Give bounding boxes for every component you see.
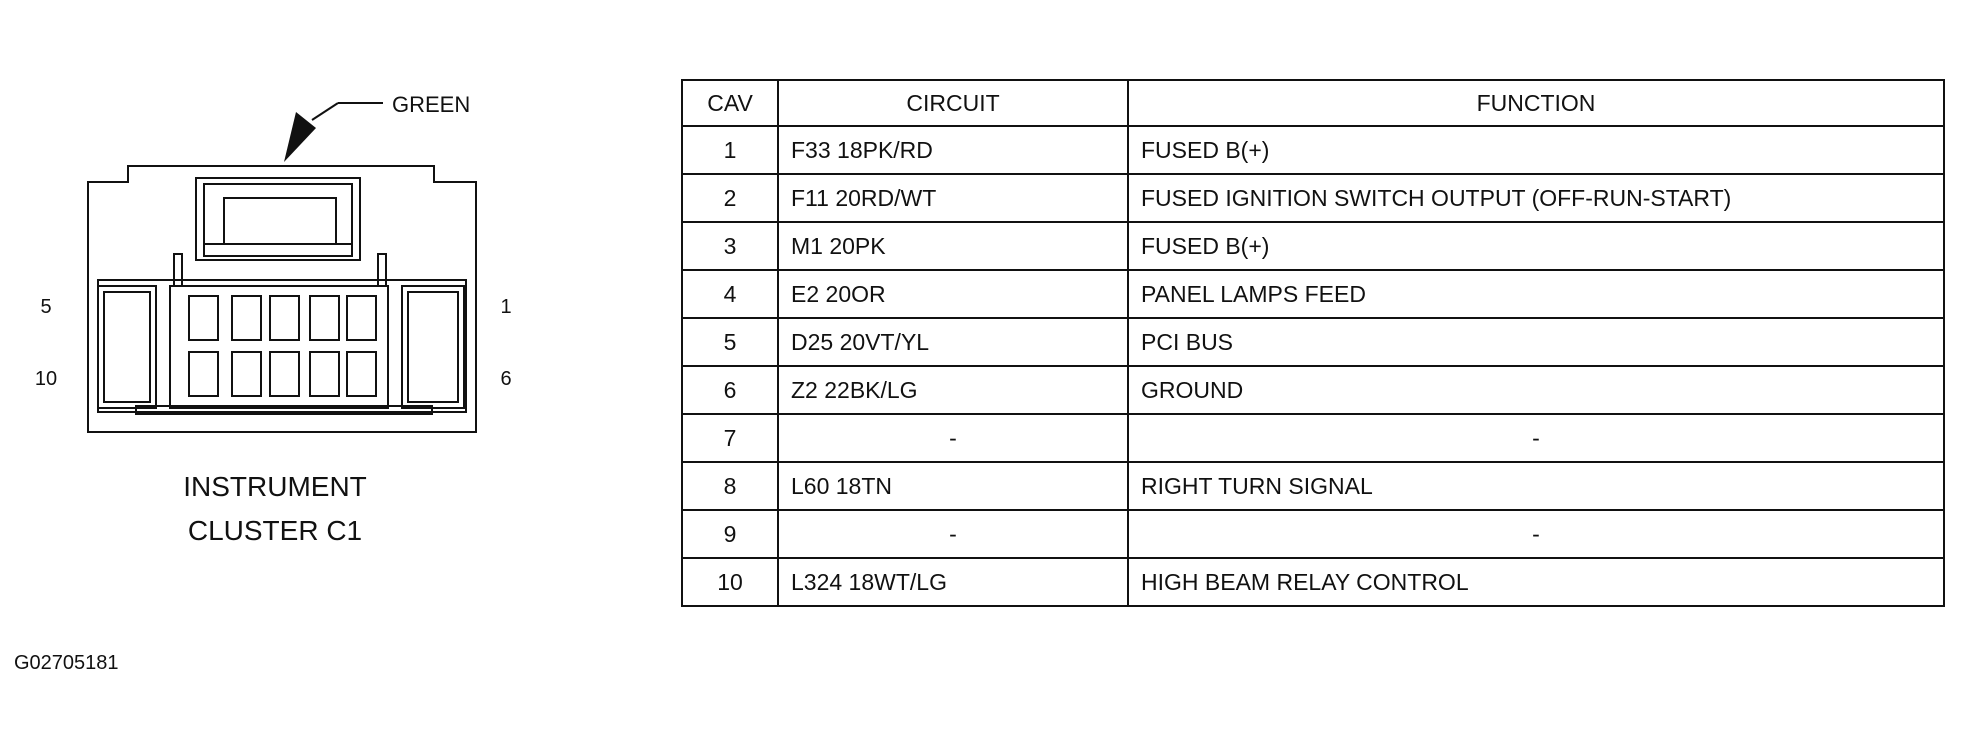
cell-cav: 2: [681, 173, 779, 223]
cell-function: FUSED B(+): [1127, 221, 1945, 271]
terminal-insert: [169, 285, 389, 409]
connector-latch-window: [223, 197, 337, 245]
table-row: 4 E2 20OR PANEL LAMPS FEED: [681, 269, 1945, 319]
left-side-block-inner: [103, 291, 151, 403]
cell-function: FUSED B(+): [1127, 125, 1945, 175]
cell-cav: 8: [681, 461, 779, 511]
cell-cav: 3: [681, 221, 779, 271]
left-side-block: [97, 285, 157, 409]
right-side-block: [401, 285, 465, 409]
header-circuit: CIRCUIT: [777, 79, 1129, 127]
cell-circuit: F33 18PK/RD: [777, 125, 1129, 175]
header-function: FUNCTION: [1127, 79, 1945, 127]
latch-leg: [173, 253, 183, 287]
cell-cav: 10: [681, 557, 779, 607]
connector-name-line1: INSTRUMENT: [183, 471, 367, 502]
table-row: 1 F33 18PK/RD FUSED B(+): [681, 125, 1945, 175]
cell-circuit: M1 20PK: [777, 221, 1129, 271]
cell-cav: 4: [681, 269, 779, 319]
cell-function: -: [1127, 413, 1945, 463]
housing-lip: [135, 405, 433, 415]
color-callout-label: GREEN: [392, 92, 470, 117]
connector-body-outline: [87, 165, 477, 433]
cell-function: GROUND: [1127, 365, 1945, 415]
connector-name-line2: CLUSTER C1: [188, 515, 362, 546]
cell-function: -: [1127, 509, 1945, 559]
table-row: 5 D25 20VT/YL PCI BUS: [681, 317, 1945, 367]
cavity-3: [269, 295, 300, 341]
table-row: 8 L60 18TN RIGHT TURN SIGNAL: [681, 461, 1945, 511]
pin-label-bottom-right: 6: [500, 368, 511, 390]
cell-circuit: E2 20OR: [777, 269, 1129, 319]
cavity-5: [188, 295, 219, 341]
table-row: 10 L324 18WT/LG HIGH BEAM RELAY CONTROL: [681, 557, 1945, 607]
cell-cav: 5: [681, 317, 779, 367]
cavity-1: [346, 295, 377, 341]
cell-cav: 9: [681, 509, 779, 559]
connector-latch: [195, 177, 361, 261]
cell-function: RIGHT TURN SIGNAL: [1127, 461, 1945, 511]
header-cav: CAV: [681, 79, 779, 127]
cell-circuit: Z2 22BK/LG: [777, 365, 1129, 415]
cell-cav: 7: [681, 413, 779, 463]
cavity-10: [188, 351, 219, 397]
pin-label-bottom-left: 10: [35, 368, 57, 390]
table-row: 6 Z2 22BK/LG GROUND: [681, 365, 1945, 415]
cell-function: PCI BUS: [1127, 317, 1945, 367]
latch-leg: [377, 253, 387, 287]
cell-circuit: L324 18WT/LG: [777, 557, 1129, 607]
cell-cav: 6: [681, 365, 779, 415]
pinout-table: CAV CIRCUIT FUNCTION 1 F33 18PK/RD FUSED…: [681, 79, 1945, 607]
callout-arrow-head: [284, 112, 316, 162]
table-row: 7 - -: [681, 413, 1945, 463]
cell-circuit: -: [777, 413, 1129, 463]
table-row: 3 M1 20PK FUSED B(+): [681, 221, 1945, 271]
pin-label-top-left: 5: [40, 296, 51, 318]
table-header-row: CAV CIRCUIT FUNCTION: [681, 79, 1945, 127]
cell-function: PANEL LAMPS FEED: [1127, 269, 1945, 319]
connector-latch-inner: [203, 183, 353, 257]
cavity-8: [269, 351, 300, 397]
cell-circuit: -: [777, 509, 1129, 559]
cavity-6: [346, 351, 377, 397]
cell-cav: 1: [681, 125, 779, 175]
table-row: 2 F11 20RD/WT FUSED IGNITION SWITCH OUTP…: [681, 173, 1945, 223]
connector-diagram: GREEN 5 10 1 6 INSTRUMENT CLUSTER C1: [35, 92, 512, 546]
cavity-4: [231, 295, 262, 341]
table-row: 9 - -: [681, 509, 1945, 559]
cavity-7: [309, 351, 340, 397]
cell-function: HIGH BEAM RELAY CONTROL: [1127, 557, 1945, 607]
cavity-9: [231, 351, 262, 397]
cell-circuit: L60 18TN: [777, 461, 1129, 511]
cell-circuit: F11 20RD/WT: [777, 173, 1129, 223]
callout-leader-line: [311, 102, 339, 121]
terminal-housing: [97, 279, 467, 413]
cell-function: FUSED IGNITION SWITCH OUTPUT (OFF-RUN-ST…: [1127, 173, 1945, 223]
cell-circuit: D25 20VT/YL: [777, 317, 1129, 367]
pin-label-top-right: 1: [500, 296, 511, 318]
right-side-block-inner: [407, 291, 459, 403]
cavity-2: [309, 295, 340, 341]
figure-id: G02705181: [14, 652, 119, 674]
